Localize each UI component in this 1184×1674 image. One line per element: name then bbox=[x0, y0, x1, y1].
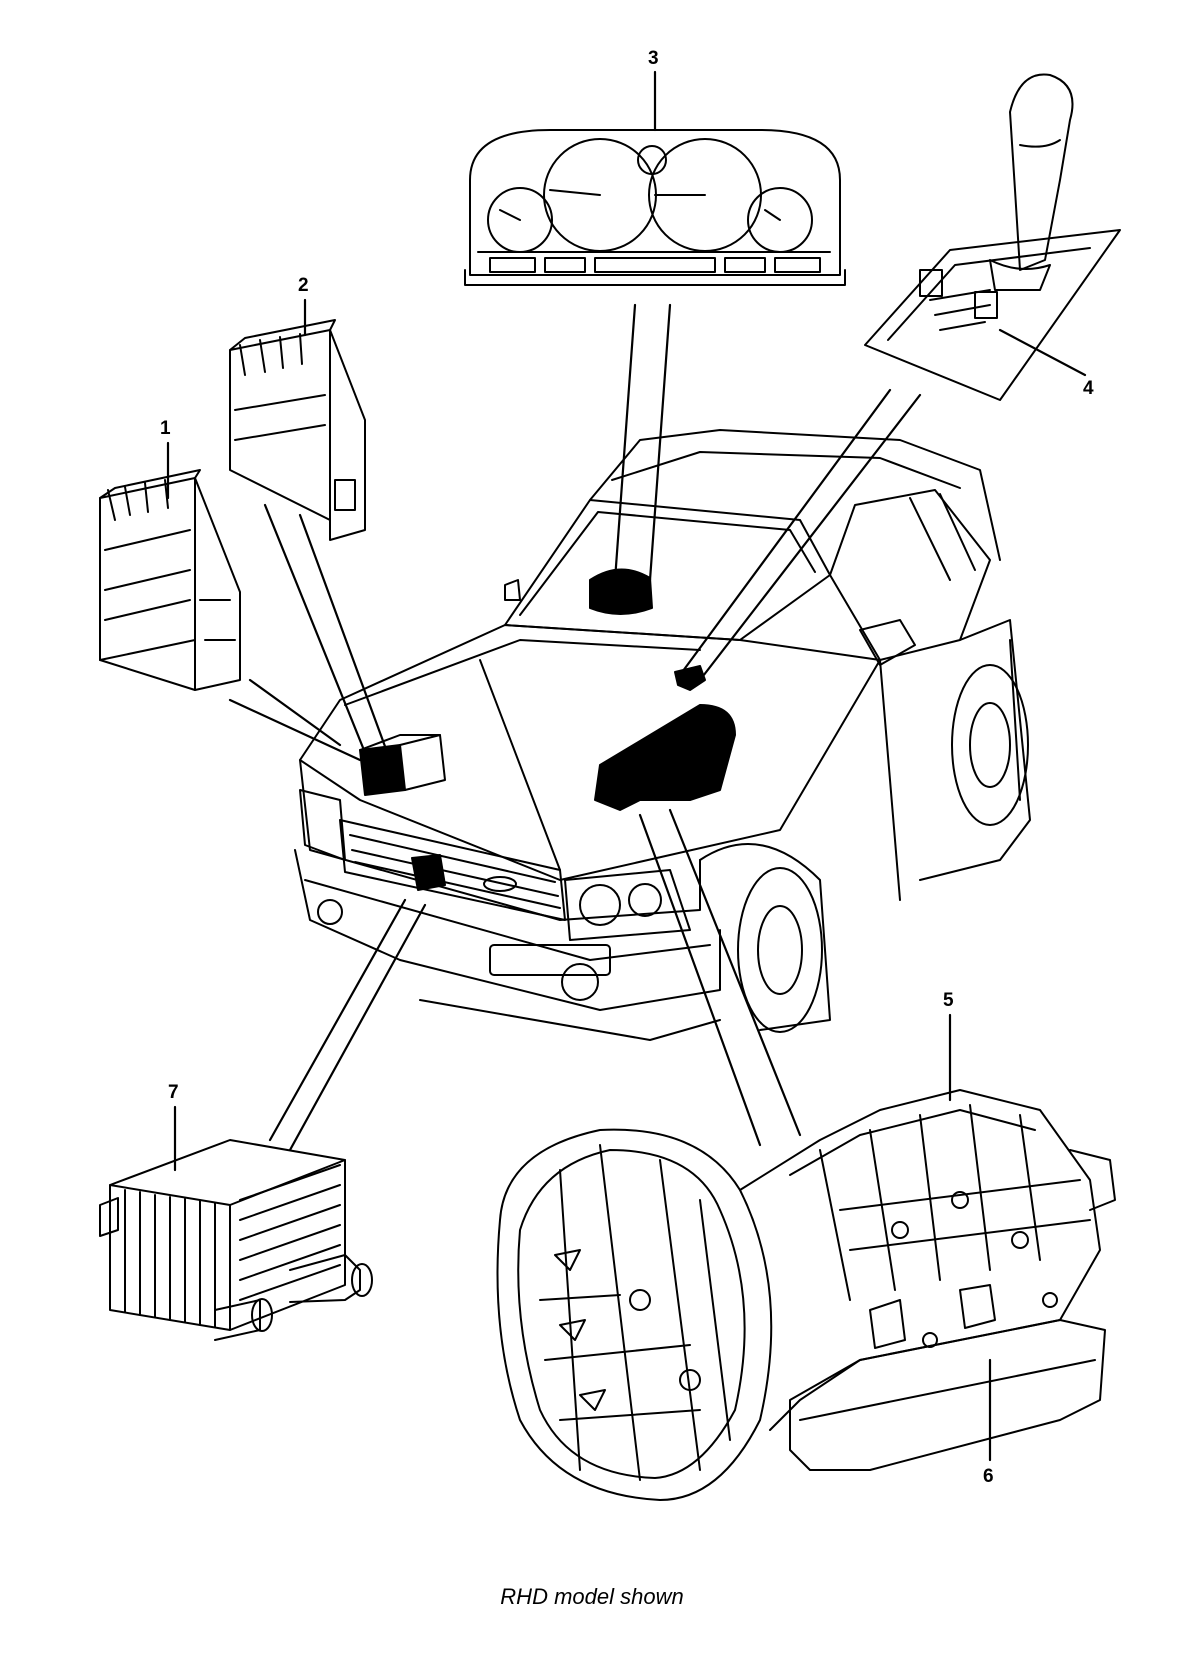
callout-2: 2 bbox=[298, 275, 309, 296]
leader-lines bbox=[166, 70, 1087, 1462]
cooler-location-highlight bbox=[411, 854, 446, 891]
ecm-location-highlight bbox=[359, 744, 406, 796]
transmission-location-highlight bbox=[594, 704, 736, 811]
component-6-oil-pan bbox=[789, 1319, 1106, 1471]
component-7-oil-cooler bbox=[99, 1139, 373, 1341]
component-1-module bbox=[99, 469, 241, 691]
figure-caption: RHD model shown bbox=[500, 1584, 684, 1609]
component-2-module bbox=[229, 319, 366, 541]
component-3-instrument-cluster bbox=[464, 129, 846, 286]
callout-3: 3 bbox=[648, 48, 659, 69]
callout-5: 5 bbox=[943, 990, 954, 1011]
component-4-gear-selector bbox=[864, 73, 1121, 401]
cluster-location-highlight bbox=[589, 568, 653, 615]
callout-7: 7 bbox=[168, 1082, 179, 1103]
callout-4: 4 bbox=[1083, 378, 1094, 399]
callout-6: 6 bbox=[983, 1466, 994, 1487]
vehicle-illustration bbox=[294, 429, 1031, 1041]
component-5-transmission bbox=[496, 1089, 1116, 1501]
callout-1: 1 bbox=[160, 418, 171, 439]
